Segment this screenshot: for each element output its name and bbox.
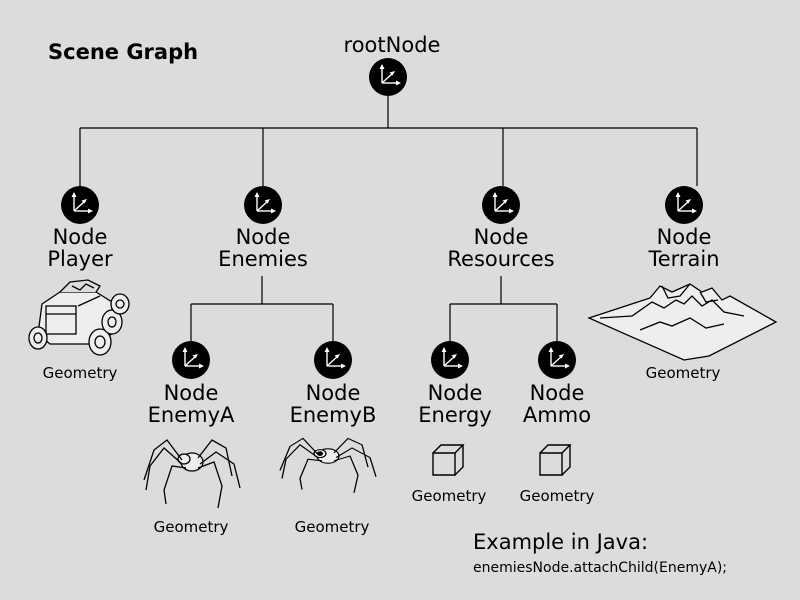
enemyb-node-name: EnemyB: [289, 403, 377, 427]
enemyb-geometry-label: Geometry: [294, 518, 370, 536]
enemies-node-label: Node Enemies: [218, 226, 308, 270]
energy-node-type: Node: [427, 381, 483, 405]
terrain-node-name: Terrain: [648, 247, 720, 271]
ammo-geometry-label: Geometry: [519, 487, 595, 505]
ammo-node-name: Ammo: [522, 403, 592, 427]
enemyb-node-type: Node: [305, 381, 361, 405]
resources-node-icon: [481, 185, 521, 225]
enemya-node-type: Node: [163, 381, 219, 405]
root-node-icon: [368, 57, 408, 97]
enemies-node-name: Enemies: [218, 247, 308, 271]
energy-geometry-label: Geometry: [411, 487, 487, 505]
root-node-label: rootNode: [343, 33, 441, 57]
enemyb-node-icon: [313, 340, 353, 380]
example-code: enemiesNode.attachChild(EnemyA);: [473, 560, 728, 576]
terrain-mesh-icon: [587, 283, 778, 361]
ammo-node-label: Node Ammo: [523, 382, 591, 426]
energy-node-name: Energy: [418, 403, 492, 427]
spider-model-icon: [279, 437, 377, 494]
player-node-type: Node: [52, 225, 108, 249]
player-node-name: Player: [47, 247, 113, 271]
terrain-geometry-label: Geometry: [645, 364, 721, 382]
terrain-node-icon: [664, 185, 704, 225]
enemya-geometry-label: Geometry: [153, 518, 229, 536]
diagram-title: Scene Graph: [48, 40, 199, 64]
cube-icon: [432, 444, 464, 476]
cube-icon: [539, 444, 571, 476]
resources-node-type: Node: [473, 225, 529, 249]
terrain-node-type: Node: [656, 225, 712, 249]
player-node-label: Node Player: [47, 226, 112, 270]
enemya-node-icon: [171, 340, 211, 380]
spider-model-icon: [143, 439, 241, 509]
vehicle-model-icon: [28, 279, 130, 356]
connector-lines: [79, 96, 698, 342]
energy-node-label: Node Energy: [418, 382, 492, 426]
enemyb-node-label: Node EnemyB: [290, 382, 377, 426]
ammo-node-type: Node: [529, 381, 585, 405]
resources-node-name: Resources: [447, 247, 555, 271]
resources-node-label: Node Resources: [447, 226, 554, 270]
enemya-node-name: EnemyA: [147, 403, 235, 427]
enemies-node-type: Node: [235, 225, 291, 249]
enemya-node-label: Node EnemyA: [148, 382, 235, 426]
player-node-icon: [60, 185, 100, 225]
example-title: Example in Java:: [473, 530, 649, 554]
energy-node-icon: [430, 340, 470, 380]
player-geometry-label: Geometry: [42, 364, 118, 382]
ammo-node-icon: [537, 340, 577, 380]
terrain-node-label: Node Terrain: [648, 226, 719, 270]
enemies-node-icon: [243, 185, 283, 225]
